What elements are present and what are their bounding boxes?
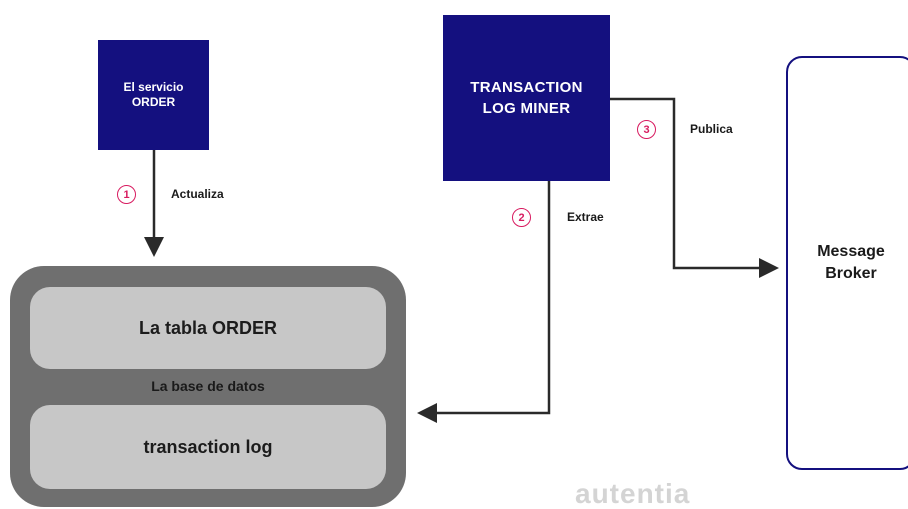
order-service-node: El servicio ORDER bbox=[98, 40, 209, 150]
order-table-node: La tabla ORDER bbox=[30, 287, 386, 369]
autentia-watermark: autentia bbox=[575, 478, 691, 509]
database-container: La tabla ORDER La base de datos transact… bbox=[10, 266, 406, 507]
step-1-label: Actualiza bbox=[171, 187, 224, 201]
step-3-label: Publica bbox=[690, 122, 733, 136]
database-label: La base de datos bbox=[151, 378, 265, 394]
arrow-publica bbox=[610, 97, 779, 278]
arrow-extrae bbox=[417, 181, 551, 423]
message-broker-node: Message Broker bbox=[786, 56, 908, 470]
transaction-log-node: transaction log bbox=[30, 405, 386, 489]
step-2-marker: 2 bbox=[512, 208, 531, 227]
step-1-marker: 1 bbox=[117, 185, 136, 204]
step-3-marker: 3 bbox=[637, 120, 656, 139]
step-2-label: Extrae bbox=[567, 210, 604, 224]
transaction-log-miner-node: TRANSACTION LOG MINER bbox=[443, 15, 610, 181]
